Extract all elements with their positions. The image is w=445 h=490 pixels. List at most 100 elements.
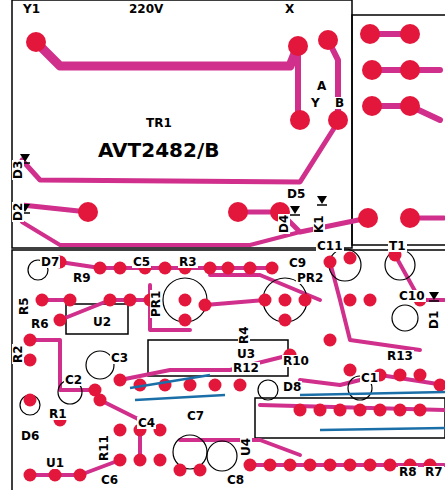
part-label: D3	[12, 160, 24, 180]
copper-trace	[36, 42, 298, 66]
wire-jumper	[130, 375, 210, 388]
part-label: U2	[92, 316, 112, 328]
solder-pad	[362, 96, 382, 116]
solder-pad	[199, 299, 212, 312]
solder-pad	[344, 459, 357, 472]
solder-pad	[318, 30, 338, 50]
solder-pad	[204, 262, 217, 275]
solder-pad	[179, 294, 192, 307]
solder-pad	[294, 404, 307, 417]
solder-pad	[314, 404, 327, 417]
component-outline	[12, 0, 352, 248]
part-label: C3	[110, 352, 129, 364]
solder-pad	[400, 24, 420, 44]
solder-pad	[154, 454, 167, 467]
part-label: D4	[278, 214, 290, 234]
solder-pad	[414, 404, 427, 417]
solder-pad	[414, 369, 427, 382]
copper-traces	[22, 34, 444, 475]
component-outline	[352, 15, 445, 245]
diode-triangle	[317, 196, 327, 204]
part-label: U1	[45, 457, 65, 469]
solder-pad	[279, 314, 292, 327]
component-outline	[66, 304, 128, 334]
wire-jumper	[320, 428, 445, 430]
solder-pad	[360, 24, 380, 44]
solder-pad	[228, 202, 248, 222]
solder-pad	[26, 32, 46, 52]
solder-pad	[134, 454, 147, 467]
solder-pad	[114, 454, 127, 467]
part-label: U4	[240, 437, 252, 457]
solder-pad	[374, 404, 387, 417]
solder-pad	[264, 459, 277, 472]
solder-pad	[279, 294, 292, 307]
part-label: C1	[360, 372, 379, 384]
solder-pad	[114, 374, 127, 387]
part-label: T1	[388, 240, 407, 252]
part-label: K1	[313, 214, 325, 234]
solder-pad	[364, 459, 377, 472]
solder-pad	[434, 379, 445, 392]
solder-pad	[74, 469, 87, 482]
part-label: D6	[20, 430, 40, 442]
solder-pad	[222, 262, 235, 275]
part-label: C8	[226, 474, 245, 486]
solder-pad	[124, 294, 137, 307]
solder-pad	[64, 294, 77, 307]
solder-pad	[324, 334, 337, 347]
component-body	[258, 380, 278, 400]
part-label: D7	[40, 256, 60, 268]
solder-pad	[344, 364, 357, 377]
part-label: C11	[316, 240, 344, 252]
solder-pad	[244, 459, 257, 472]
part-label: X	[284, 3, 295, 15]
solder-pad	[344, 294, 357, 307]
part-label: A	[316, 80, 327, 92]
solder-pad	[234, 379, 247, 392]
diode-symbol	[429, 292, 439, 301]
part-label: R11	[98, 434, 110, 462]
part-label: R9	[72, 272, 92, 284]
part-label: R5	[18, 296, 30, 316]
part-label: R2	[12, 344, 24, 364]
part-label: C4	[137, 417, 156, 429]
copper-trace	[205, 300, 265, 305]
solder-pad	[209, 379, 222, 392]
solder-pad	[288, 36, 308, 56]
wire-jumper	[135, 395, 225, 400]
part-label: R4	[238, 325, 250, 345]
solder-pad	[324, 256, 337, 269]
solder-pad	[400, 96, 420, 116]
component-outline	[12, 250, 445, 490]
solder-pad	[304, 459, 317, 472]
diode-symbol	[317, 196, 327, 205]
diode-triangle	[290, 206, 300, 214]
part-label: Y1	[22, 3, 41, 15]
solder-pad	[284, 459, 297, 472]
solder-pad	[362, 60, 382, 80]
silkscreen-outline	[12, 0, 445, 490]
solder-pad	[24, 354, 37, 367]
solder-pad	[266, 262, 279, 275]
solder-pad	[328, 110, 348, 130]
component-bodies	[20, 249, 418, 471]
solder-pad	[24, 334, 37, 347]
copper-trace	[22, 222, 300, 245]
solder-pad	[400, 208, 420, 228]
solder-pad	[104, 294, 117, 307]
part-label: D8	[282, 381, 302, 393]
copper-trace	[295, 46, 301, 118]
copper-trace	[22, 122, 338, 182]
part-label: PR1	[150, 290, 162, 318]
part-label: D2	[12, 202, 24, 222]
part-label: TR1	[145, 117, 173, 129]
solder-pad	[184, 379, 197, 392]
part-label: B	[334, 97, 345, 109]
part-label: C6	[100, 474, 119, 486]
part-label: R1	[48, 408, 68, 420]
part-label: Y	[310, 97, 321, 109]
component-body	[392, 305, 418, 331]
part-label: R10	[282, 355, 310, 367]
